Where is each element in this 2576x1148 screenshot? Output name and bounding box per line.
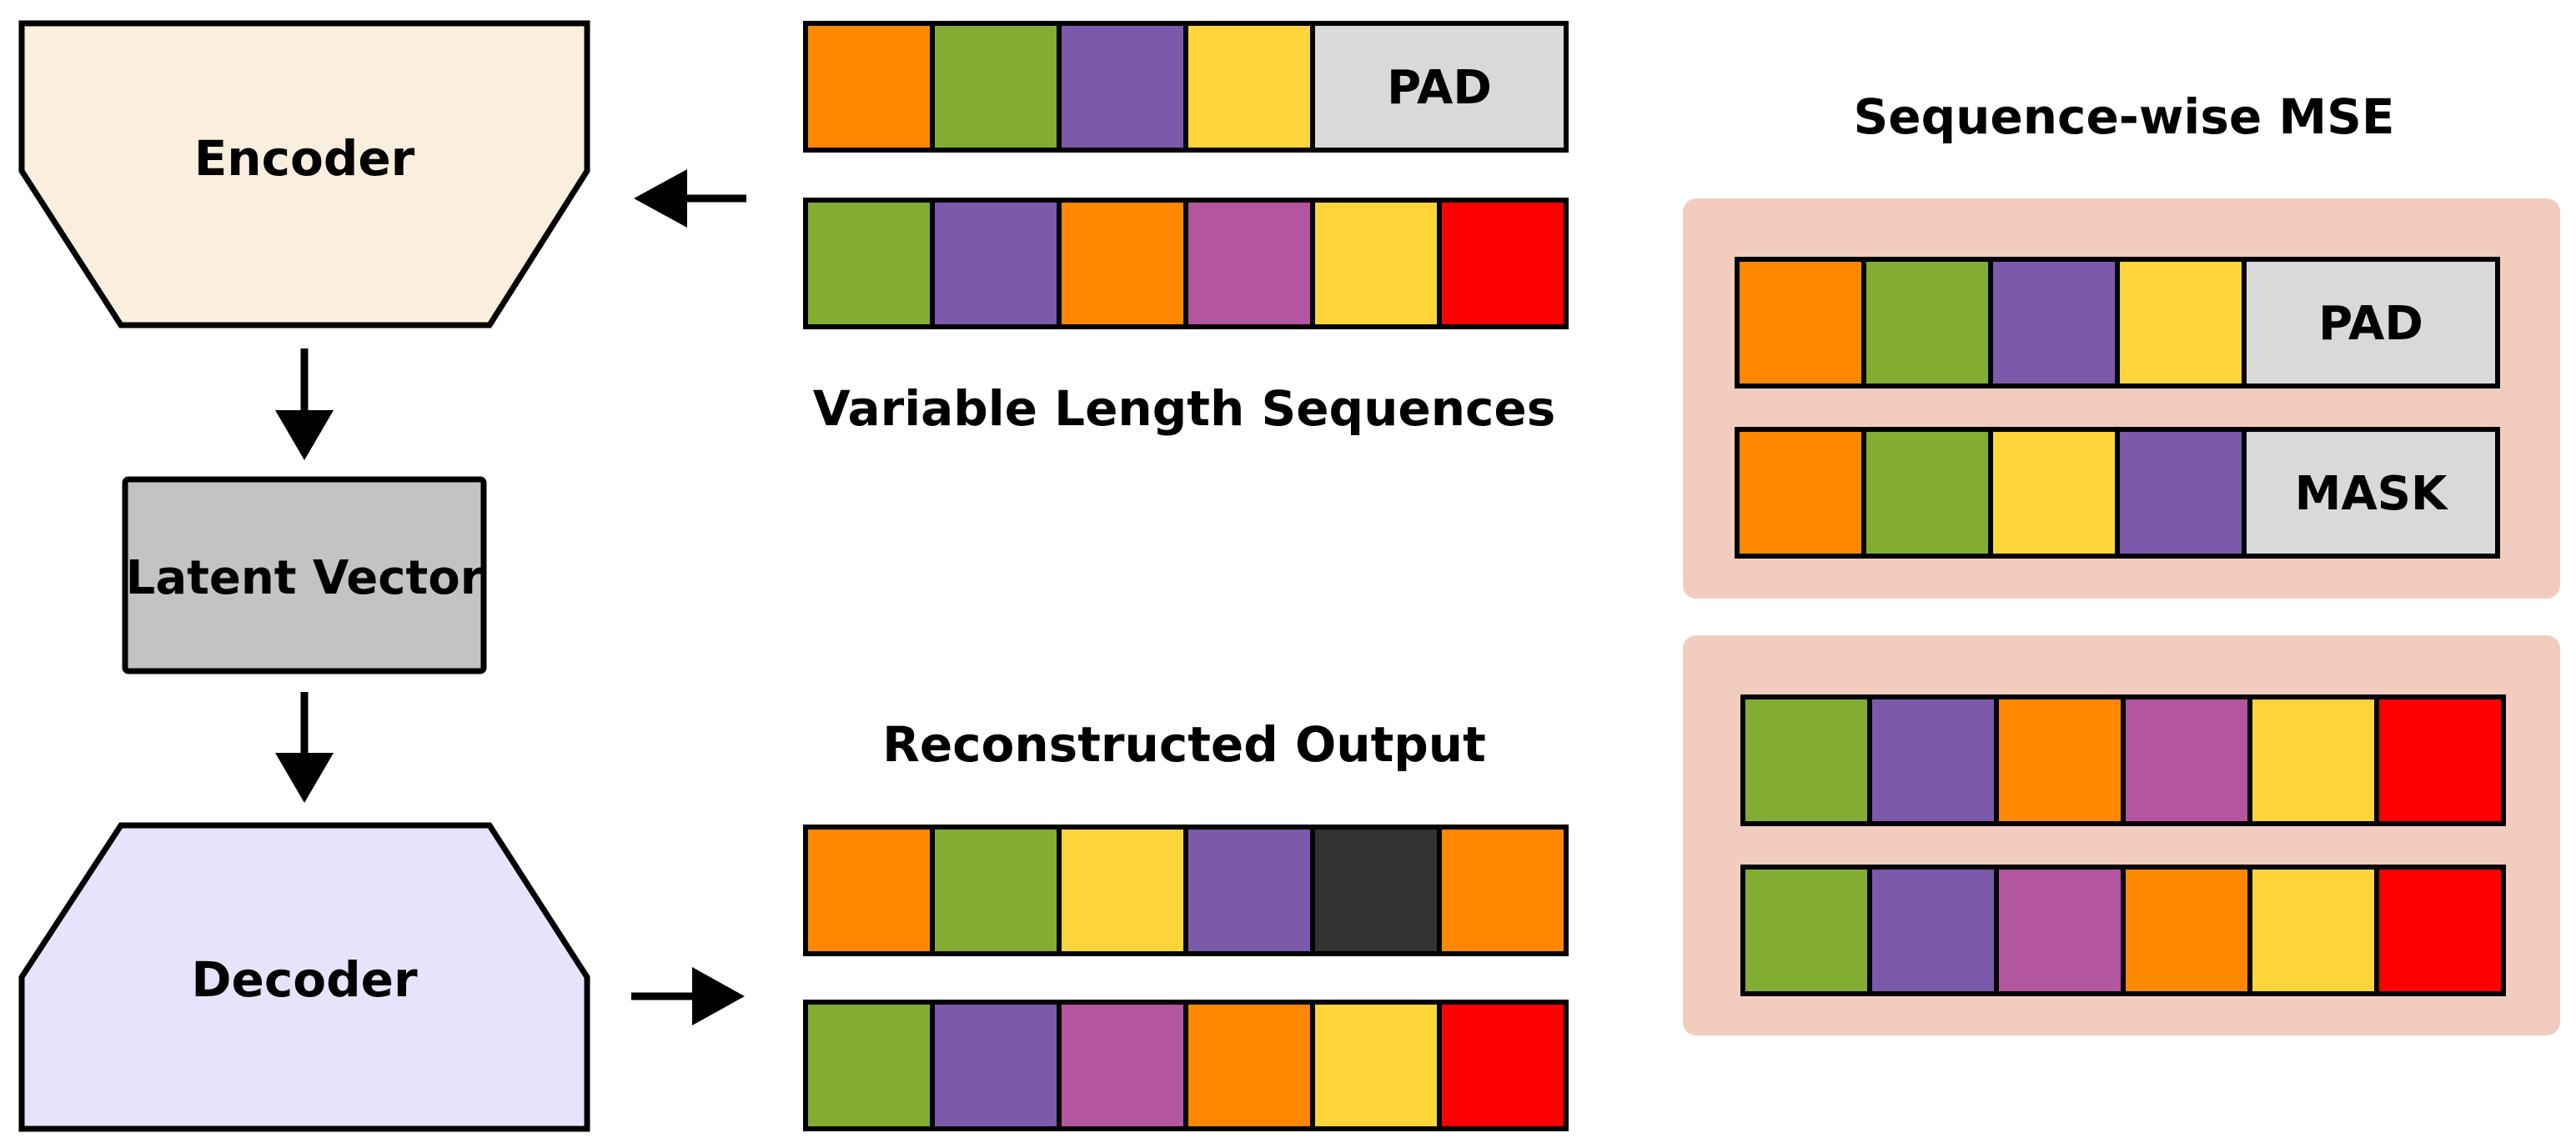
token-cell-red [2374, 694, 2506, 826]
token-cell-yellow [1310, 198, 1442, 329]
token-mask [2242, 427, 2500, 559]
token-cell-purple [1183, 825, 1315, 956]
decoder-shape [18, 822, 590, 1132]
sequence-row: PAD [1735, 257, 2500, 389]
token-cell-orange [803, 21, 935, 153]
sequence-row [803, 1000, 1569, 1131]
token-cell-yellow [1988, 427, 2120, 559]
token-cell-purple [1057, 21, 1188, 153]
token-cell-orange [1735, 427, 1866, 559]
token-cell-green [803, 198, 935, 329]
decoder-label: Decoder [191, 951, 418, 1008]
token-label: MASK [2295, 467, 2449, 521]
token-cell-yellow [1057, 825, 1188, 956]
sequence-row [1740, 865, 2506, 996]
arrow-latent-to-decoder [275, 692, 334, 803]
token-cell-green [930, 825, 1062, 956]
sequence-row [803, 198, 1569, 329]
arrow-decoder-to-output [631, 967, 745, 1025]
decoder-block: Decoder [18, 822, 590, 1132]
mse-bottom-sequences [1740, 694, 2506, 996]
encoder-block: Encoder [18, 20, 590, 328]
latent-label: Latent Vector [126, 551, 484, 605]
token-cell-purple [1867, 694, 1999, 826]
token-cell-yellow [2247, 865, 2379, 996]
token-label: PAD [1387, 61, 1492, 115]
token-cell-red [2374, 865, 2506, 996]
token-cell-orange [1183, 1000, 1315, 1131]
token-cell-green [1740, 694, 1872, 826]
mse-top-sequences: PAD MASK [1735, 257, 2500, 559]
token-cell-purple [930, 198, 1062, 329]
token-cell-purple [2115, 427, 2247, 559]
token-cell-orange [1057, 198, 1188, 329]
token-cell-red [1437, 198, 1569, 329]
token-cell-green [803, 1000, 935, 1131]
arrow-input-to-encoder [634, 169, 746, 228]
token-cell-purple [1867, 865, 1999, 996]
output-caption: Reconstructed Output [882, 716, 1486, 773]
token-cell-green [1740, 865, 1872, 996]
token-cell-orange [2121, 865, 2252, 996]
token-label: PAD [2318, 297, 2423, 351]
latent-shape [122, 476, 487, 674]
arrow-encoder-to-latent [275, 348, 334, 460]
token-pad [2242, 257, 2500, 389]
encoder-shape [18, 20, 590, 328]
sequence-row: PAD [803, 21, 1569, 153]
token-cell-green [930, 21, 1062, 153]
mse-title: Sequence-wise MSE [1854, 88, 2395, 145]
token-cell-yellow [2247, 694, 2379, 826]
sequence-row [803, 825, 1569, 956]
token-cell-orange [1735, 257, 1866, 389]
token-cell-dark [1310, 825, 1442, 956]
input-caption: Variable Length Sequences [813, 380, 1556, 437]
token-cell-yellow [2115, 257, 2247, 389]
token-pad [1310, 21, 1569, 153]
token-cell-orange [1994, 694, 2126, 826]
sequence-row: MASK [1735, 427, 2500, 559]
token-cell-yellow [1183, 21, 1315, 153]
token-cell-green [1861, 427, 1993, 559]
token-cell-red [1437, 1000, 1569, 1131]
token-cell-magenta [1057, 1000, 1188, 1131]
token-cell-orange [1437, 825, 1569, 956]
token-cell-magenta [1183, 198, 1315, 329]
token-cell-yellow [1310, 1000, 1442, 1131]
encoder-label: Encoder [194, 130, 415, 187]
token-cell-green [1861, 257, 1993, 389]
token-cell-purple [930, 1000, 1062, 1131]
token-cell-magenta [1994, 865, 2126, 996]
token-cell-purple [1988, 257, 2120, 389]
input-sequences: PAD [803, 21, 1569, 329]
output-sequences [803, 825, 1569, 1131]
latent-block: Latent Vector [122, 476, 487, 674]
token-cell-orange [803, 825, 935, 956]
sequence-row [1740, 694, 2506, 826]
token-cell-magenta [2121, 694, 2252, 826]
